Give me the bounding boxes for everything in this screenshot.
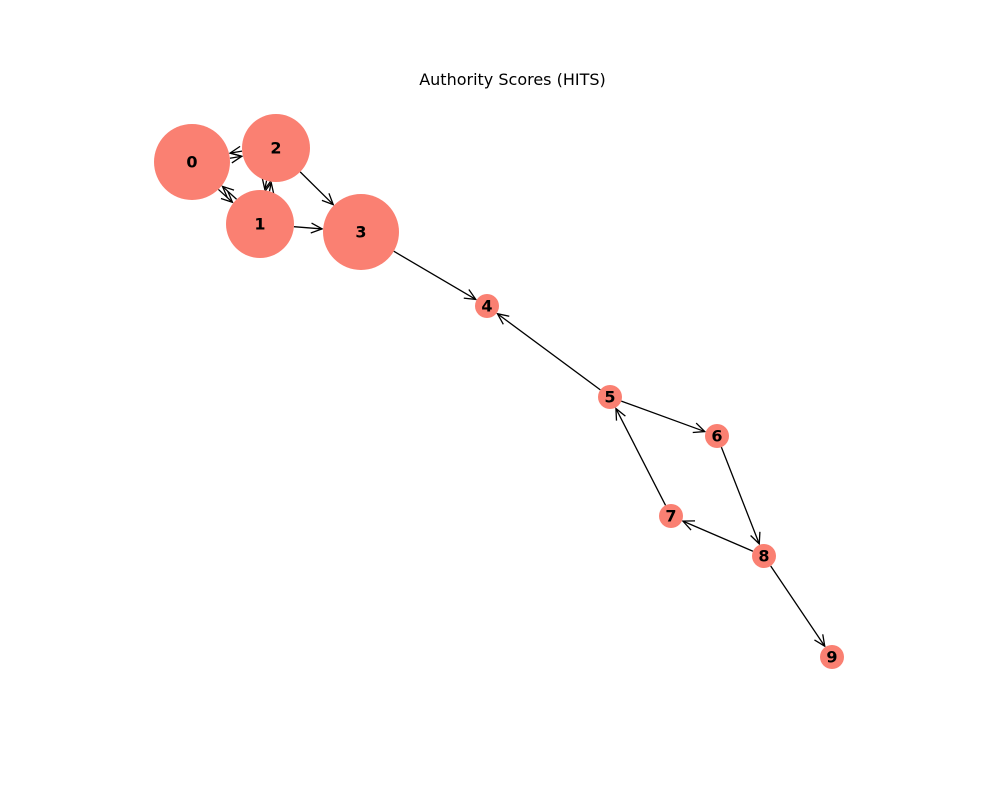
edge-5-4 <box>496 312 601 391</box>
arrowhead <box>814 634 826 648</box>
node-9: 9 <box>820 645 844 669</box>
node-circle <box>475 294 499 318</box>
arrowhead <box>681 520 696 531</box>
edge-7-5 <box>615 407 667 506</box>
node-1: 1 <box>226 190 294 258</box>
edge-line <box>222 185 237 200</box>
edge-6-8 <box>720 446 761 546</box>
node-label: 7 <box>665 507 676 526</box>
edge-line <box>229 155 242 159</box>
edge-line <box>621 400 706 433</box>
edge-line <box>682 520 754 552</box>
edge-5-6 <box>621 400 707 434</box>
arrowhead <box>463 289 478 301</box>
nodes-layer: 0 1 2 3 4 5 6 7 8 9 <box>154 114 844 669</box>
edge-1-3 <box>293 222 324 234</box>
edge-line <box>615 408 667 506</box>
arrowhead <box>496 312 510 325</box>
edge-1-0 <box>221 185 237 200</box>
arrowhead <box>310 222 324 234</box>
node-label: 3 <box>355 223 366 242</box>
arrowhead <box>263 181 275 195</box>
node-label: 4 <box>481 297 492 316</box>
node-label: 6 <box>711 427 722 446</box>
edge-line <box>293 226 323 230</box>
edge-2-1 <box>261 177 273 191</box>
node-circle <box>242 114 310 182</box>
node-label: 5 <box>604 388 615 407</box>
edges-layer <box>217 145 826 648</box>
node-label: 0 <box>186 153 197 172</box>
node-8: 8 <box>752 544 776 568</box>
edge-0-1 <box>217 188 234 204</box>
node-3: 3 <box>323 194 399 270</box>
arrowhead <box>221 185 235 198</box>
edge-2-3 <box>299 171 335 206</box>
node-circle <box>820 645 844 669</box>
chart-title: Authority Scores (HITS) <box>419 70 606 89</box>
edge-3-4 <box>393 250 478 301</box>
node-7: 7 <box>659 504 683 528</box>
arrowhead <box>750 531 761 546</box>
arrowhead <box>220 190 234 204</box>
edge-line <box>497 313 601 391</box>
edge-8-7 <box>681 520 754 552</box>
edge-line <box>217 188 233 203</box>
node-label: 8 <box>758 547 769 566</box>
node-circle <box>226 190 294 258</box>
node-4: 4 <box>475 294 499 318</box>
node-circle <box>659 504 683 528</box>
edge-2-0 <box>228 145 243 157</box>
node-5: 5 <box>598 385 622 409</box>
node-0: 0 <box>154 124 230 200</box>
node-circle <box>323 194 399 270</box>
node-circle <box>598 385 622 409</box>
node-label: 9 <box>826 648 837 667</box>
node-6: 6 <box>705 424 729 448</box>
edge-line <box>720 446 760 545</box>
arrowhead <box>321 193 335 206</box>
arrowhead <box>692 422 707 434</box>
arrowhead <box>615 407 626 421</box>
edge-line <box>770 565 826 647</box>
node-circle <box>154 124 230 200</box>
edge-line <box>299 171 334 206</box>
node-2: 2 <box>242 114 310 182</box>
node-circle <box>752 544 776 568</box>
edge-1-2 <box>263 181 275 195</box>
node-label: 2 <box>270 139 281 158</box>
node-label: 1 <box>254 215 265 234</box>
edge-line <box>229 150 243 154</box>
arrowhead <box>261 177 273 191</box>
arrowhead <box>228 145 242 157</box>
node-circle <box>705 424 729 448</box>
edge-line <box>393 250 477 300</box>
edge-8-9 <box>770 565 826 648</box>
